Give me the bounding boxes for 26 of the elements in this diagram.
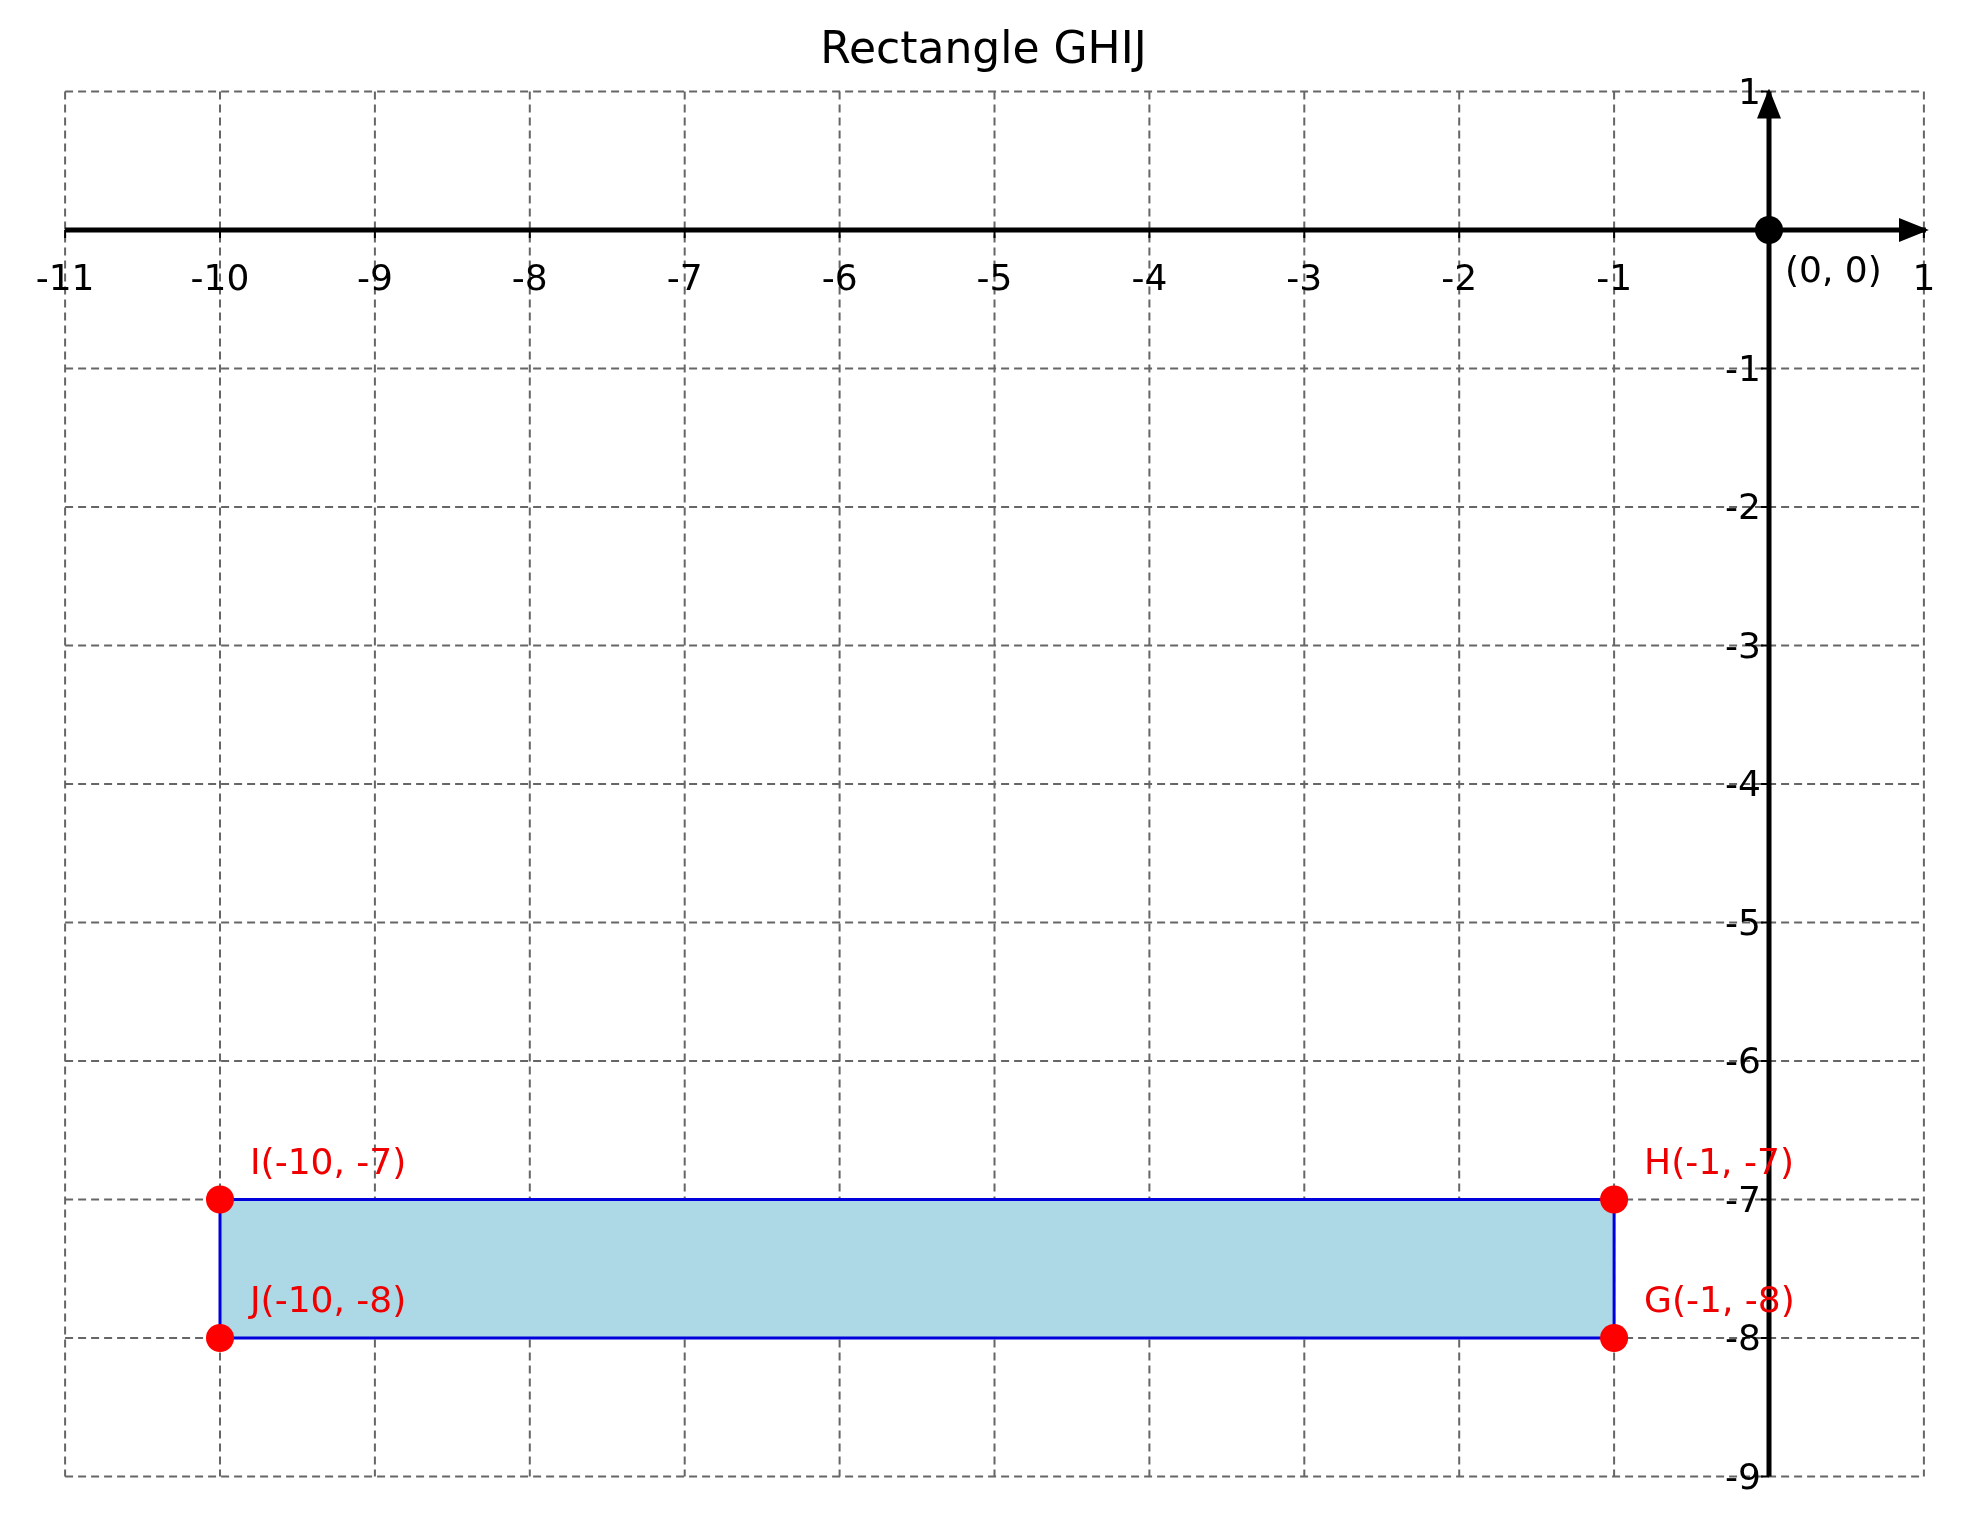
tick-label: -2 (1441, 260, 1478, 296)
tick-label: -5 (1725, 904, 1761, 941)
tick-label: -9 (1725, 1458, 1761, 1495)
tick-label: -10 (190, 260, 250, 296)
tick-label: -1 (1725, 350, 1761, 387)
tick-label: -5 (976, 260, 1013, 296)
tick-label: -3 (1286, 260, 1323, 296)
tick-label: -9 (356, 260, 393, 296)
tick-label: -8 (511, 260, 548, 296)
tick-label: -4 (1725, 766, 1761, 802)
point-label: J(-10, -8) (250, 1282, 407, 1318)
tick-label: -3 (1725, 627, 1761, 664)
tick-label: -8 (1725, 1320, 1761, 1356)
tick-label: -4 (1131, 260, 1168, 296)
chart-title: Rectangle GHIJ (819, 22, 1148, 73)
tick-label: -6 (821, 260, 858, 296)
tick-label: -2 (1725, 489, 1761, 525)
tick-label: 1 (1738, 73, 1761, 110)
tick-label: 1 (1912, 260, 1936, 296)
tick-label: -1 (1596, 260, 1633, 296)
tick-label: -11 (35, 260, 95, 296)
point-label: I(-10, -7) (250, 1143, 407, 1180)
tick-label: -7 (1725, 1181, 1761, 1218)
tick-label: -7 (666, 260, 703, 296)
origin-label: (0, 0) (1785, 252, 1882, 288)
tick-label: -6 (1725, 1043, 1761, 1079)
